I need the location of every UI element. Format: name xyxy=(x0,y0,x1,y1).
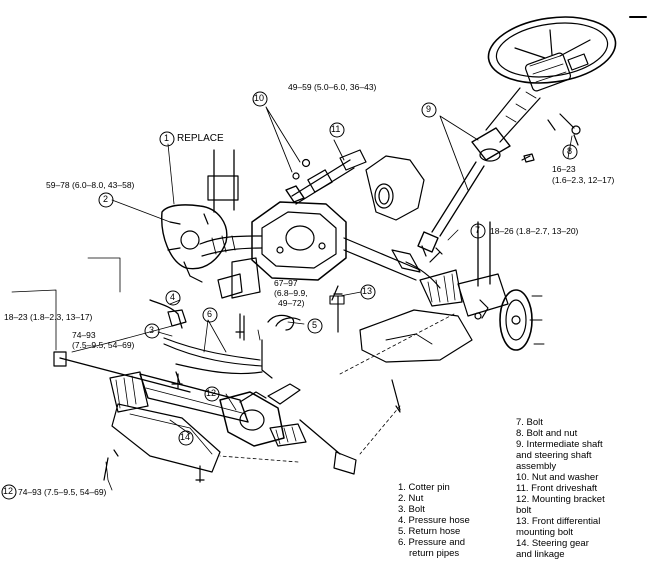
legend-item: 11. Front driveshaft xyxy=(516,483,598,494)
legend-item: 3. Bolt xyxy=(398,504,425,515)
callout-7: 7 xyxy=(475,225,481,235)
legend-item: bolt xyxy=(516,505,532,516)
legend-item: 9. Intermediate shaft xyxy=(516,439,603,450)
legend-left: 1. Cotter pin 2. Nut 3. Bolt 4. Pressure… xyxy=(398,482,470,559)
legend-item: and linkage xyxy=(516,549,565,560)
left-knuckle xyxy=(161,149,239,283)
intermediate-shaft xyxy=(417,161,485,257)
steering-gear xyxy=(53,351,357,475)
torque-spec-13-line1: 67–97 xyxy=(274,278,298,288)
callout-11: 11 xyxy=(331,124,341,134)
legend-item: 10. Nut and washer xyxy=(516,472,599,483)
callout-12-lower: 12 xyxy=(3,486,14,496)
legend-item: 6. Pressure and xyxy=(398,537,466,548)
callout-14: 14 xyxy=(180,432,191,442)
crossmember xyxy=(359,309,473,413)
torque-spec-13-line2: (6.8–9.9, xyxy=(274,288,308,298)
legend-item: and steering shaft xyxy=(516,450,592,461)
callout-2: 2 xyxy=(103,194,109,204)
right-boot xyxy=(419,269,463,307)
torque-spec-12: 74–93 (7.5–9.5, 54–69) xyxy=(18,487,107,497)
torque-spec-10: 49–59 (5.0–6.0, 36–43) xyxy=(288,82,377,92)
front-differential xyxy=(217,201,347,299)
torque-spec-3-line1: 74–93 xyxy=(72,330,96,340)
torque-spec-7: 18–26 (1.8–2.7, 13–20) xyxy=(490,226,579,236)
replace-label: REPLACE xyxy=(177,133,224,144)
leader-lines xyxy=(11,135,573,491)
callout-6: 6 xyxy=(207,309,213,319)
callout-5: 5 xyxy=(312,320,318,330)
legend-right: 7. Bolt 8. Bolt and nut 9. Intermediate … xyxy=(516,417,605,560)
torque-spec-8-line2: (1.6–2.3, 12–17) xyxy=(552,175,615,185)
torque-spec-left: 18–23 (1.8–2.3, 13–17) xyxy=(4,312,93,322)
mounting-bracket xyxy=(103,403,221,483)
callout-10: 10 xyxy=(254,93,265,103)
bolts xyxy=(177,155,531,389)
legend-item: 5. Return hose xyxy=(398,526,461,537)
steering-wheel xyxy=(487,16,617,92)
legend-item: 13. Front differential xyxy=(516,516,601,527)
legend-item: 7. Bolt xyxy=(516,417,543,428)
legend-item: 12. Mounting bracket xyxy=(516,494,605,505)
legend-item: 8. Bolt and nut xyxy=(516,428,578,439)
legend-item: 2. Nut xyxy=(398,493,424,504)
callout-4: 4 xyxy=(170,292,176,302)
callout-13: 13 xyxy=(362,286,373,296)
legend-item: mounting bolt xyxy=(516,527,574,538)
torque-spec-8-line1: 16–23 xyxy=(552,164,576,174)
right-axle xyxy=(343,237,441,289)
legend-item: return pipes xyxy=(409,548,460,559)
callout-3: 3 xyxy=(149,325,155,335)
legend-item: 1. Cotter pin xyxy=(398,482,450,493)
callout-1: 1 xyxy=(164,133,170,143)
torque-spec-2: 59–78 (6.0–8.0, 43–58) xyxy=(46,180,135,190)
hoses-pipes xyxy=(149,285,345,385)
callout-circles xyxy=(1,91,578,500)
left-axle xyxy=(199,235,263,257)
front-driveshaft xyxy=(285,149,367,205)
steering-column xyxy=(471,87,581,163)
legend-item: 14. Steering gear xyxy=(516,538,589,549)
right-knuckle xyxy=(457,221,545,351)
legend-item: assembly xyxy=(516,461,557,472)
legend-item: 4. Pressure hose xyxy=(398,515,470,526)
callout-12-upper: 12 xyxy=(206,388,217,398)
callout-9: 9 xyxy=(426,104,432,114)
torque-spec-13-line3: 49–72) xyxy=(278,298,305,308)
torque-spec-3-line2: (7.5–9.5, 54–69) xyxy=(72,340,135,350)
inset-detail xyxy=(365,155,425,221)
callout-8: 8 xyxy=(567,146,573,156)
